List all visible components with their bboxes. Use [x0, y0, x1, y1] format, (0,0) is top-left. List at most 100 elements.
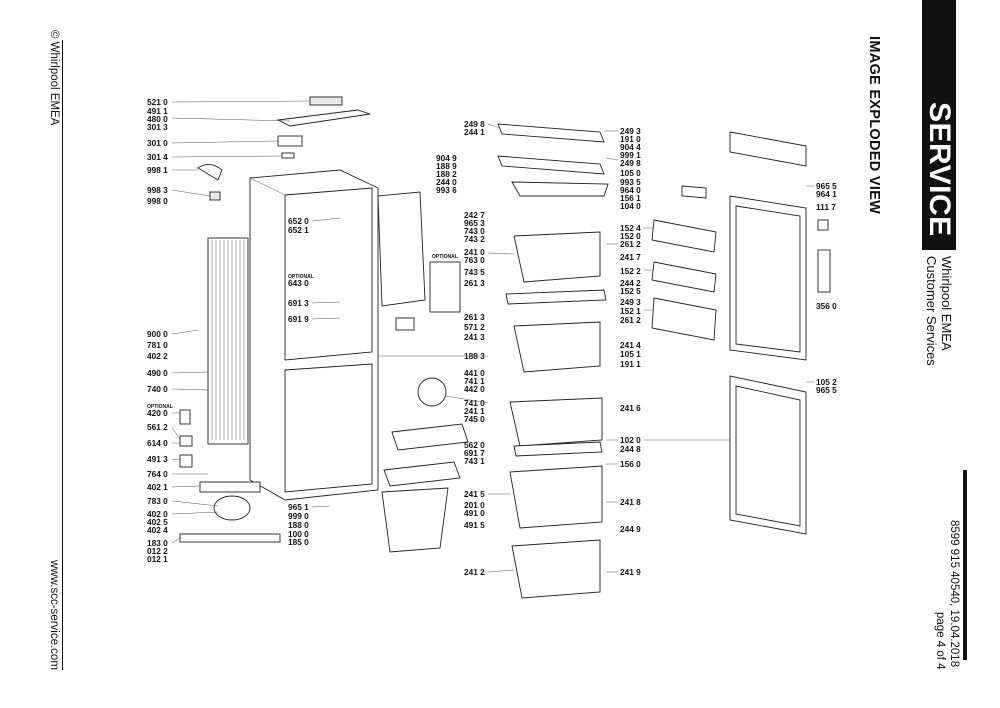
part-label: 152 4 [620, 223, 641, 233]
part-label: 402 4 [147, 525, 168, 535]
condenser-fins [211, 240, 245, 440]
part-label: 191 0 [620, 134, 641, 144]
part-label: 998 1 [147, 165, 168, 175]
cabinet-edge [249, 177, 286, 196]
part-label: 965 5 [816, 181, 837, 191]
part-drain-funnel [381, 487, 449, 553]
part-label: 241 3 [464, 332, 485, 342]
part-label: 185 0 [288, 537, 309, 547]
part-label: 965 3 [464, 218, 485, 228]
part-label: 764 0 [147, 469, 168, 479]
part-small-clip [281, 152, 295, 159]
part-label: 105 1 [620, 349, 641, 359]
part-freezer-door-gasket [735, 385, 801, 527]
part-label: 152 5 [620, 286, 641, 296]
part-cabinet-freezer-liner [284, 363, 373, 493]
part-label: 491 0 [464, 508, 485, 518]
part-label: 402 1 [147, 482, 168, 492]
part-top-cover [277, 135, 303, 147]
part-label: 998 0 [147, 196, 168, 206]
part-label: 743 0 [464, 226, 485, 236]
part-label: 012 2 [147, 546, 168, 556]
part-label: 441 0 [464, 368, 485, 378]
part-label: 743 2 [464, 234, 485, 244]
part-hinge-cap [817, 219, 829, 231]
part-label: 242 7 [464, 210, 485, 220]
part-label: 402 2 [147, 351, 168, 361]
part-label: 241 4 [620, 340, 641, 350]
part-label: 420 0 [147, 408, 168, 418]
part-door-balcony-3 [651, 297, 717, 341]
part-label: 188 2 [436, 169, 457, 179]
part-starter [179, 454, 193, 468]
left-margin-rule [62, 40, 63, 670]
part-label: 105 0 [620, 168, 641, 178]
part-door-hinge [817, 249, 831, 293]
part-evaporator-cover [383, 461, 461, 487]
part-label: 152 0 [620, 231, 641, 241]
part-label: 241 6 [620, 403, 641, 413]
part-glass-shelf-2 [497, 155, 605, 175]
part-switch [209, 191, 221, 201]
part-fan [417, 377, 447, 407]
part-label: 999 1 [620, 150, 641, 160]
part-label: 900 0 [147, 329, 168, 339]
part-label: 402 5 [147, 517, 168, 527]
part-label: 100 0 [288, 529, 309, 539]
part-label: 152 1 [620, 306, 641, 316]
part-label: 743 1 [464, 456, 485, 466]
part-label: 188 9 [436, 161, 457, 171]
part-label: 904 4 [620, 142, 641, 152]
part-evaporator [391, 423, 469, 451]
part-label: 249 3 [620, 297, 641, 307]
part-crisper-1 [513, 231, 601, 283]
part-label: 241 2 [464, 567, 485, 577]
part-label: 301 0 [147, 138, 168, 148]
part-label: 964 0 [620, 185, 641, 195]
part-label: 993 6 [436, 185, 457, 195]
part-label: 783 0 [147, 496, 168, 506]
part-fridge-door-gasket [735, 205, 801, 353]
part-top-light [309, 96, 343, 106]
part-label: 614 0 [147, 438, 168, 448]
part-base-plate [179, 533, 281, 543]
part-cabinet-fridge-liner [284, 187, 373, 361]
part-label: 763 0 [464, 255, 485, 265]
part-label: 261 3 [464, 278, 485, 288]
leader-lines [171, 100, 830, 573]
optional-tag: OPTIONAL [147, 404, 173, 410]
part-door-top-cover [729, 131, 807, 167]
part-label: 965 1 [288, 502, 309, 512]
part-freezer-drawer-2 [509, 465, 603, 529]
part-label: 442 0 [464, 384, 485, 394]
part-label: 249 8 [464, 119, 485, 129]
part-label: 183 0 [147, 538, 168, 548]
part-air-duct [377, 191, 426, 307]
part-egg-tray [681, 185, 707, 199]
part-damper [395, 317, 415, 331]
part-label: 201 0 [464, 500, 485, 510]
part-label: 743 5 [464, 267, 485, 277]
part-crisper-2 [513, 321, 601, 373]
part-label: 301 4 [147, 152, 168, 162]
part-label: 998 3 [147, 185, 168, 195]
part-label: 111 7 [816, 202, 836, 212]
part-label: 993 5 [620, 177, 641, 187]
part-label: 480 0 [147, 114, 168, 124]
part-freezer-plate [513, 441, 603, 457]
part-label: 781 0 [147, 340, 168, 350]
part-label: 741 1 [464, 376, 485, 386]
part-label: 244 9 [620, 524, 641, 534]
part-compressor [213, 495, 251, 521]
part-label: 188 0 [288, 520, 309, 530]
part-label: 652 1 [288, 225, 309, 235]
optional-tag: OPTIONAL [288, 274, 314, 280]
part-label: 244 2 [620, 278, 641, 288]
part-label: 740 0 [147, 384, 168, 394]
part-label: 156 0 [620, 459, 641, 469]
part-freezer-drawer-3 [511, 539, 601, 599]
part-label: 241 7 [620, 252, 641, 262]
part-label: 261 2 [620, 239, 641, 249]
part-label: 562 0 [464, 440, 485, 450]
